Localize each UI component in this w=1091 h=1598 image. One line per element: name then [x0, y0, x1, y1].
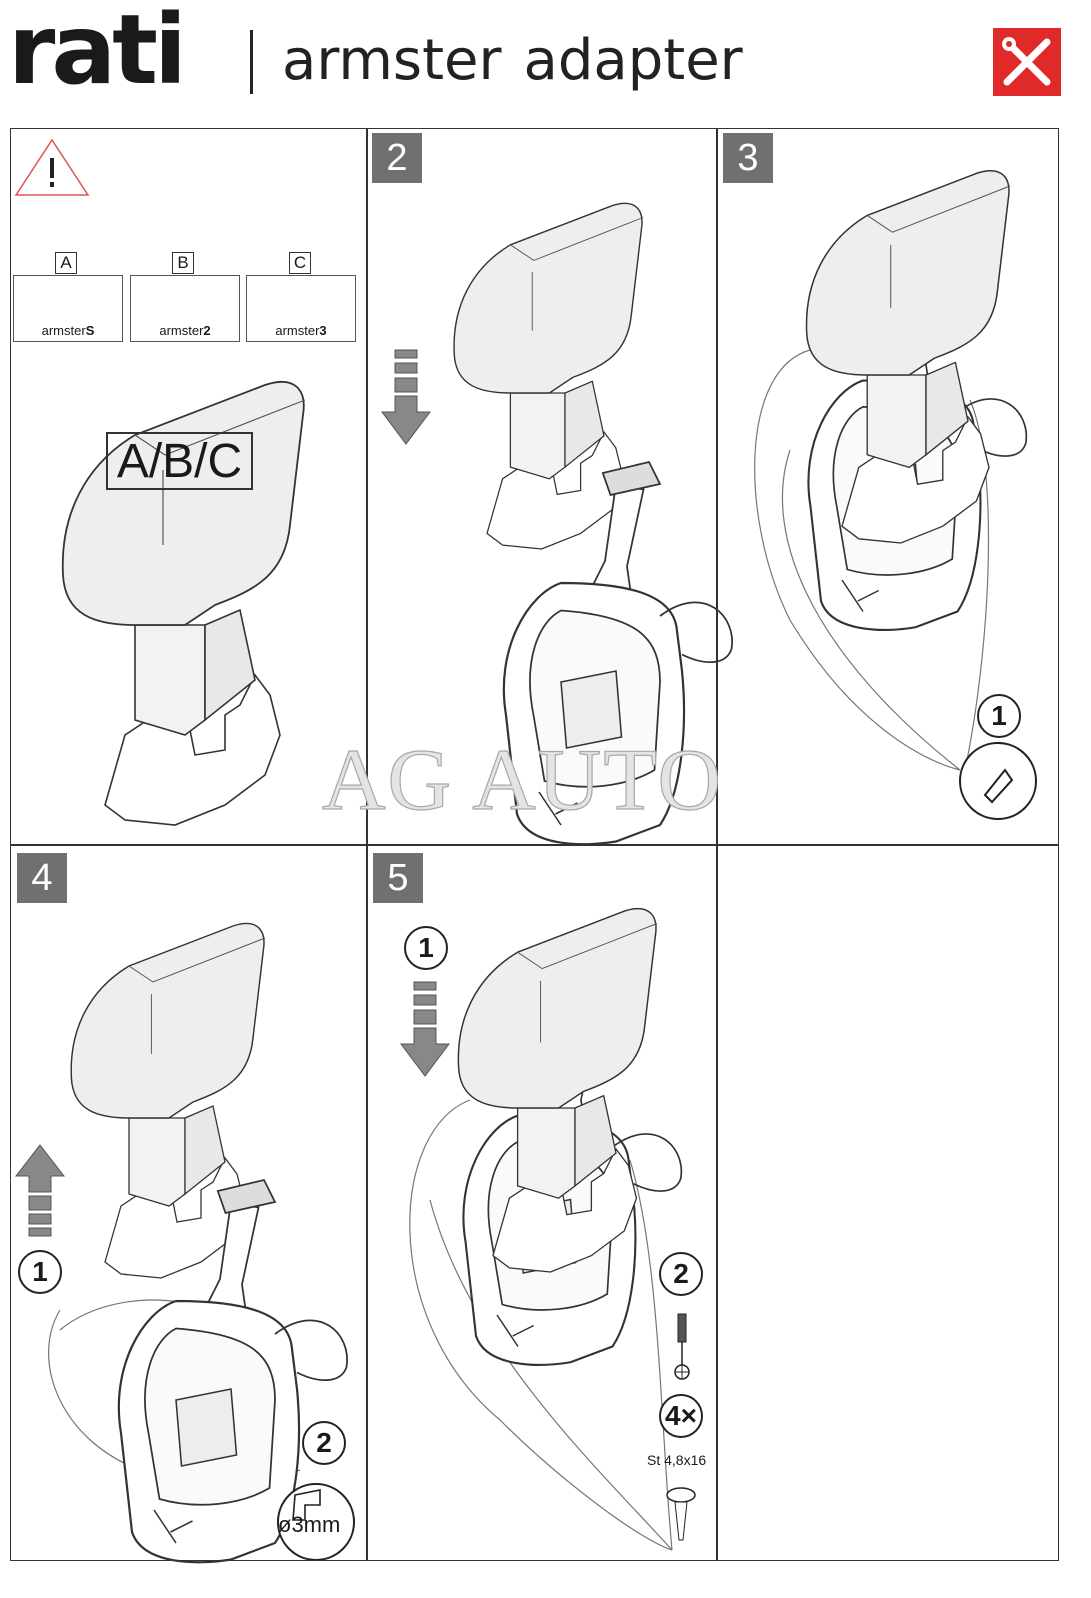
product-name: armster [282, 28, 502, 93]
wrench-screwdriver-icon [993, 28, 1061, 96]
drill-size-label: ø3mm [278, 1512, 341, 1537]
pad-label: A/B/C [106, 432, 253, 490]
model-name: armster [275, 323, 320, 338]
model-card-b: armster2 [130, 275, 240, 342]
divider [10, 844, 1059, 846]
model-name: armster [41, 323, 86, 338]
model-card-c: armster3 [246, 275, 356, 342]
step-badge-3: 3 [723, 133, 773, 183]
watermark: AG AUTO [321, 731, 724, 829]
screw-spec: St 4,8x16 [647, 1452, 707, 1468]
model-letter-b: B [172, 252, 194, 274]
step-badge-4: 4 [17, 853, 67, 903]
step-badge-5: 5 [373, 853, 423, 903]
callout-step4-1: 1 [18, 1250, 62, 1294]
screw-quantity: 4× [659, 1394, 703, 1438]
arrow-down-icon [381, 349, 431, 445]
header-divider [250, 30, 253, 94]
model-card-a: armsterS [13, 275, 123, 342]
callout-step5-2: 2 [659, 1252, 703, 1296]
arrow-down-icon-5 [400, 981, 450, 1077]
callout-step4-2: 2 [302, 1421, 346, 1465]
model-name: armster [159, 323, 204, 338]
model-variant: 3 [319, 323, 327, 338]
callout-step5-1: 1 [404, 926, 448, 970]
warning-triangle-icon [14, 138, 90, 196]
product-title: armster adapter [282, 26, 743, 96]
model-variant: 2 [203, 323, 211, 338]
screwdriver-icon [674, 1313, 690, 1380]
model-variant: S [85, 323, 95, 338]
product-suffix: adapter [523, 28, 743, 93]
arrow-up-icon [14, 1144, 66, 1237]
rati-logo: rati [8, 0, 187, 106]
model-letter-a: A [55, 252, 77, 274]
screw-icon [666, 1487, 696, 1541]
step-badge-2: 2 [372, 133, 422, 183]
model-letter-c: C [289, 252, 311, 274]
callout-step3-1: 1 [977, 694, 1021, 738]
